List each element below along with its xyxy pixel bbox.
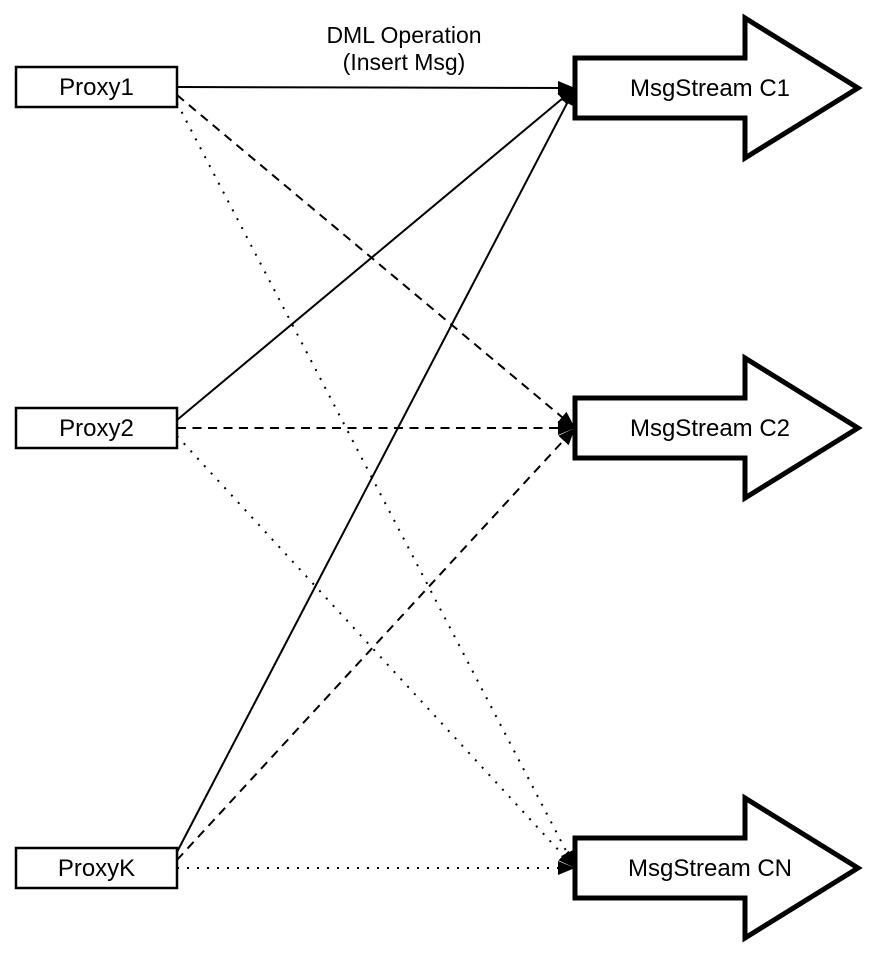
stream-arrows-layer: MsgStream C1 MsgStream C2 MsgStream CN — [572, 13, 863, 943]
edge-proxy2-c1 — [176, 87, 576, 421]
stream-label-c1: MsgStream C1 — [630, 75, 790, 102]
edge-proxyk-c1 — [176, 87, 576, 853]
stream-label-c2: MsgStream C2 — [630, 415, 790, 442]
stream-arrow-shape-cn — [572, 793, 863, 943]
diagram-title-line2: (Insert Msg) — [343, 49, 466, 75]
edges-layer — [176, 80, 576, 875]
edge-proxy1-cn — [176, 102, 576, 869]
proxy-label-proxyk: ProxyK — [58, 855, 135, 882]
proxy-node-proxy1: Proxy1 — [14, 65, 179, 109]
proxy-node-proxyk: ProxyK — [14, 846, 179, 890]
proxy-box-proxy1 — [14, 65, 179, 109]
stream-arrow-shape-c2 — [572, 353, 863, 503]
edge-proxy1-c2 — [176, 94, 576, 429]
edge-proxy1-c1 — [176, 80, 576, 95]
diagram-title-line1: DML Operation — [326, 22, 481, 48]
stream-label-cn: MsgStream CN — [628, 855, 792, 882]
edge-proxy2-cn — [176, 435, 576, 869]
stream-arrow-c1: MsgStream C1 — [572, 13, 863, 163]
proxy-label-proxy2: Proxy2 — [59, 415, 134, 442]
proxy-node-proxy2: Proxy2 — [14, 406, 179, 450]
proxy-label-proxy1: Proxy1 — [59, 74, 134, 101]
stream-arrow-c2: MsgStream C2 — [572, 353, 863, 503]
edge-proxyk-c2 — [176, 427, 576, 861]
stream-arrow-shape-c1 — [572, 13, 863, 163]
stream-arrow-cn: MsgStream CN — [572, 793, 863, 943]
